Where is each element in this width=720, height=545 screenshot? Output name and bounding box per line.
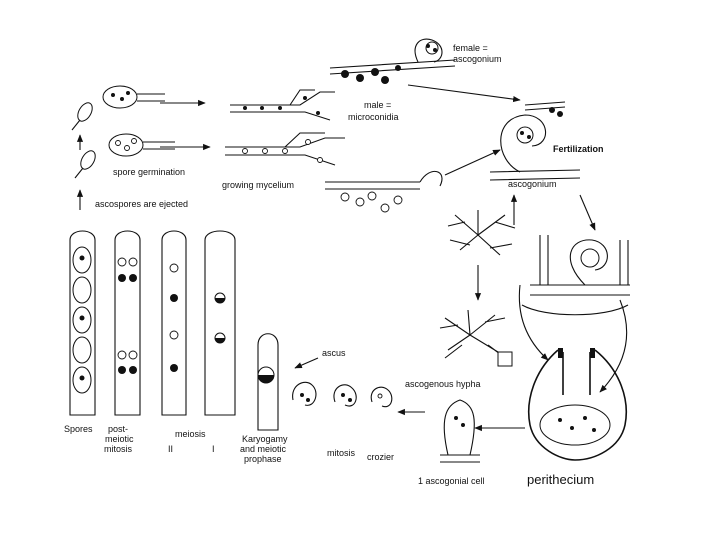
label-karyogamy: Karyogamy xyxy=(242,434,288,444)
fertilization-ascogonium xyxy=(489,101,581,181)
arrow-to-perithecium-left xyxy=(518,284,549,361)
label-spore-germination: spore germination xyxy=(113,167,185,177)
crozier-stages xyxy=(292,381,393,408)
meiosis-i-ascus xyxy=(204,230,236,416)
label-male: male = xyxy=(364,100,391,110)
label-spores: Spores xyxy=(64,424,93,434)
label-ascus: ascus xyxy=(322,348,346,358)
growing-mycelium-bottom xyxy=(225,132,345,166)
label-microconidia: microconidia xyxy=(348,112,399,122)
label-ascogonium-mid: ascogonium xyxy=(508,179,557,189)
label-ascospores-ejected: ascospores are ejected xyxy=(95,199,188,209)
arrow-to-karyogamy xyxy=(294,357,319,369)
label-fertilization: Fertilization xyxy=(553,144,604,154)
label-crozier: crozier xyxy=(367,452,394,462)
label-mitosis: mitosis xyxy=(327,448,356,458)
label-post: post- xyxy=(108,424,128,434)
label-prophase: prophase xyxy=(244,454,282,464)
female-ascogonium-hypha xyxy=(329,38,456,84)
spore-ascus xyxy=(69,230,96,416)
ascogenous-branch-top xyxy=(447,210,516,256)
arrow-to-fertilization xyxy=(407,84,521,103)
meiosis-ii-ascus xyxy=(161,230,187,416)
label-mitosis-post: mitosis xyxy=(104,444,133,454)
arrow-to-coil xyxy=(579,194,596,231)
label-meiotic: meiotic xyxy=(105,434,134,444)
label-perithecium: perithecium xyxy=(527,472,594,487)
perithecium xyxy=(527,348,627,461)
label-meiosis-ii: II xyxy=(168,444,173,454)
label-growing-mycelium: growing mycelium xyxy=(222,180,294,190)
post-meiotic-ascus xyxy=(114,230,141,416)
label-and-meiotic: and meiotic xyxy=(240,444,287,454)
label-ascogonium-top: ascogonium xyxy=(453,54,502,64)
label-female: female = xyxy=(453,43,488,53)
ascogonial-cell-figure xyxy=(440,399,480,463)
arrow-to-perithecium-right xyxy=(599,299,628,393)
growing-mycelium-top xyxy=(230,89,335,121)
label-meiosis: meiosis xyxy=(175,429,206,439)
coiled-ascogonium xyxy=(521,235,630,316)
cycle-arrows xyxy=(76,84,628,432)
label-ascogenous-hypha: ascogenous hypha xyxy=(405,379,481,389)
ascogenous-branch-bottom xyxy=(439,309,513,367)
arrow-to-ascogonium xyxy=(444,149,501,176)
spore-germination xyxy=(71,85,175,179)
label-meiosis-i: I xyxy=(212,444,215,454)
karyogamy-ascus xyxy=(257,333,279,431)
male-microconidia-hypha xyxy=(325,171,443,213)
label-ascogonial-cell: 1 ascogonial cell xyxy=(418,476,485,486)
